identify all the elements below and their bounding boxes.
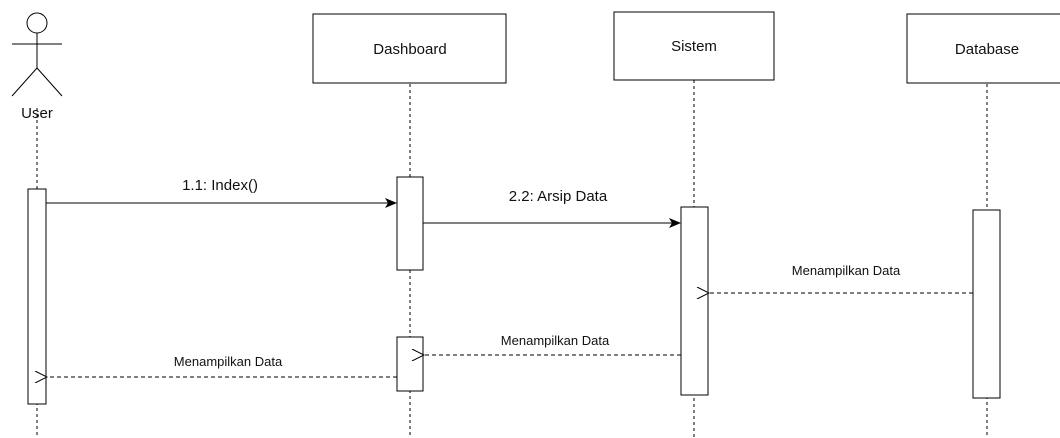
dashboard-activation-bar-1 (396, 176, 424, 271)
dashboard-participant-label: Dashboard (373, 41, 446, 58)
database-participant: Database (906, 13, 1060, 84)
message-arsip-label: 2.2: Arsip Data (509, 188, 608, 205)
database-activation-bar (972, 209, 1001, 399)
sistem-activation-bar (680, 206, 709, 396)
sistem-participant: Sistem (613, 11, 775, 81)
user-actor-icon (11, 12, 63, 97)
dashboard-participant: Dashboard (312, 13, 507, 84)
message-db-return-label: Menampilkan Data (792, 263, 901, 278)
sistem-participant-label: Sistem (671, 38, 717, 55)
dashboard-activation-bar-2 (396, 336, 424, 392)
database-participant-label: Database (955, 41, 1019, 58)
user-actor-label: User (21, 105, 53, 122)
message-index-label: 1.1: Index() (182, 177, 258, 194)
message-sistem-return-label: Menampilkan Data (501, 333, 610, 348)
message-dashboard-return-label: Menampilkan Data (174, 354, 283, 369)
user-activation-bar (27, 188, 47, 405)
